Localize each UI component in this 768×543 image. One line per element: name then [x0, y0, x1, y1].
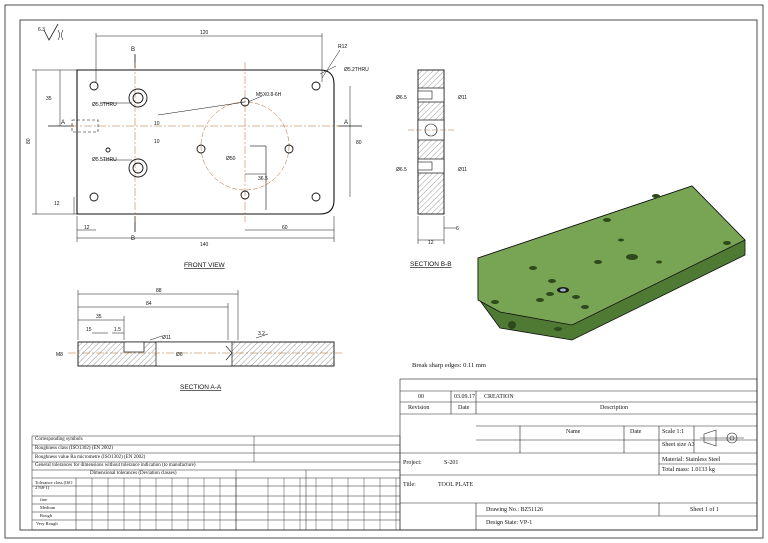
- section-a-label: SECTION A-A: [180, 384, 222, 391]
- section-a-dimension-lines: [77, 290, 269, 341]
- tol-row-class: Roughness class (ISO1302) (EN 2002): [35, 446, 114, 451]
- svg-text:Ø6.5: Ø6.5: [396, 167, 407, 173]
- svg-text:Ø6.5: Ø6.5: [396, 95, 407, 101]
- svg-text:M5X0.8-6H: M5X0.8-6H: [256, 92, 282, 98]
- svg-text:Ø5.5THRU: Ø5.5THRU: [92, 157, 117, 163]
- cut-label-b-top: B: [131, 47, 135, 53]
- svg-text:36.5: 36.5: [258, 176, 268, 182]
- svg-text:84: 84: [146, 301, 152, 307]
- tol-class-fine: fine: [40, 497, 47, 502]
- title-label: Title:: [403, 482, 416, 488]
- svg-text:Ø50: Ø50: [226, 156, 236, 162]
- isometric-part: [477, 185, 746, 341]
- counterbore-holes: [71, 88, 148, 178]
- revision-header: Revision: [408, 405, 430, 411]
- project-value: S-201: [444, 460, 459, 466]
- svg-text:12: 12: [428, 240, 434, 246]
- tol-class-very-rough: Very Rough: [36, 521, 58, 526]
- svg-text:60: 60: [282, 225, 288, 231]
- svg-text:6: 6: [456, 226, 459, 232]
- svg-text:10: 10: [154, 121, 160, 127]
- svg-text:15: 15: [86, 327, 92, 333]
- svg-text:3.2: 3.2: [258, 331, 265, 337]
- tol-row-general: General tolerances for dimensions withou…: [35, 463, 196, 468]
- cut-label-a-right: A: [344, 120, 348, 126]
- svg-text:Ø11: Ø11: [458, 167, 467, 173]
- date-header-2: Date: [630, 429, 642, 435]
- front-view-label: FRONT VIEW: [184, 262, 226, 269]
- cut-label-a-left: A: [61, 120, 65, 126]
- svg-text:Ø11: Ø11: [162, 335, 171, 341]
- revision-date: 03.09.17: [454, 394, 475, 400]
- project-label: Project:: [403, 460, 422, 466]
- plate-outline: [76, 69, 335, 215]
- cut-label-b-bottom: B: [131, 236, 135, 242]
- svg-text:35: 35: [96, 314, 102, 320]
- tolerance-table-grid: [31, 435, 401, 531]
- tol-class-medium: Medium: [40, 505, 56, 510]
- svg-text:80: 80: [356, 140, 362, 146]
- revision-number: 00: [418, 394, 424, 400]
- svg-text:88: 88: [156, 288, 162, 294]
- section-b-label: SECTION B-B: [410, 261, 452, 268]
- tol-row-deviation: Dimensional tolerances (Deviation classe…: [90, 471, 177, 476]
- section-b-b: Ø6.5 Ø11 Ø6.5 Ø11 12 6 SECTION B-B: [396, 69, 467, 268]
- date-header: Date: [458, 405, 470, 411]
- section-a-a: 88 84 35 15 1.5 Ø11 3.2 M8 Ø6 SECTION A-…: [56, 288, 344, 391]
- svg-text:12: 12: [54, 201, 60, 207]
- scale-value: Scale 1:1: [662, 429, 685, 435]
- sheet-number: Sheet 1 of 1: [690, 507, 719, 513]
- projection-symbol: [700, 429, 744, 447]
- svg-text:R12: R12: [338, 44, 347, 50]
- svg-text:Ø5.2THRU: Ø5.2THRU: [344, 67, 369, 73]
- title-block-grid: [399, 378, 758, 531]
- svg-text:Ø6: Ø6: [176, 352, 183, 358]
- front-dimension-lines: [32, 33, 351, 242]
- svg-text:35: 35: [46, 96, 52, 102]
- outer-border: [4, 4, 764, 539]
- svg-text:10: 10: [154, 139, 160, 145]
- front-view: A A B B: [26, 30, 369, 269]
- design-state: Design State: VP-1: [486, 520, 533, 526]
- svg-text:120: 120: [200, 30, 209, 36]
- description-header: Description: [600, 405, 628, 411]
- tol-row-symbols: Corresponding symbols: [35, 437, 83, 442]
- title-value: TOOL PLATE: [438, 482, 474, 488]
- svg-text:Ø11: Ø11: [458, 95, 467, 101]
- svg-text:M8: M8: [56, 352, 63, 358]
- material-value: Material: Stainless Steel: [662, 457, 721, 463]
- tol-row-value: Roughness value Ra micrometre (ISO1302) …: [35, 455, 146, 460]
- svg-text:80: 80: [26, 138, 32, 144]
- svg-text:12: 12: [84, 225, 90, 231]
- svg-text:Ø5.5THRU: Ø5.5THRU: [92, 102, 117, 108]
- drawing-number: Drawing No.: BZ51126: [486, 507, 543, 513]
- sheet-size: Sheet size A3: [662, 442, 695, 448]
- surface-finish-symbol: 6.3: [38, 23, 64, 41]
- break-edges-note: Break sharp edges: 0.11 mm: [412, 362, 486, 369]
- tol-class-rough: Rough: [40, 513, 53, 518]
- svg-text:6.3: 6.3: [38, 27, 45, 33]
- revision-description: CREATION: [484, 394, 514, 400]
- svg-text:1.5: 1.5: [114, 327, 121, 333]
- total-mass-value: Total mass: 1.0133 kg: [662, 467, 715, 473]
- tol-class-header: Tolerance class (ISO 2768-1): [35, 480, 73, 490]
- svg-text:140: 140: [200, 242, 209, 248]
- name-header: Name: [566, 429, 581, 435]
- corner-holes: [89, 81, 321, 202]
